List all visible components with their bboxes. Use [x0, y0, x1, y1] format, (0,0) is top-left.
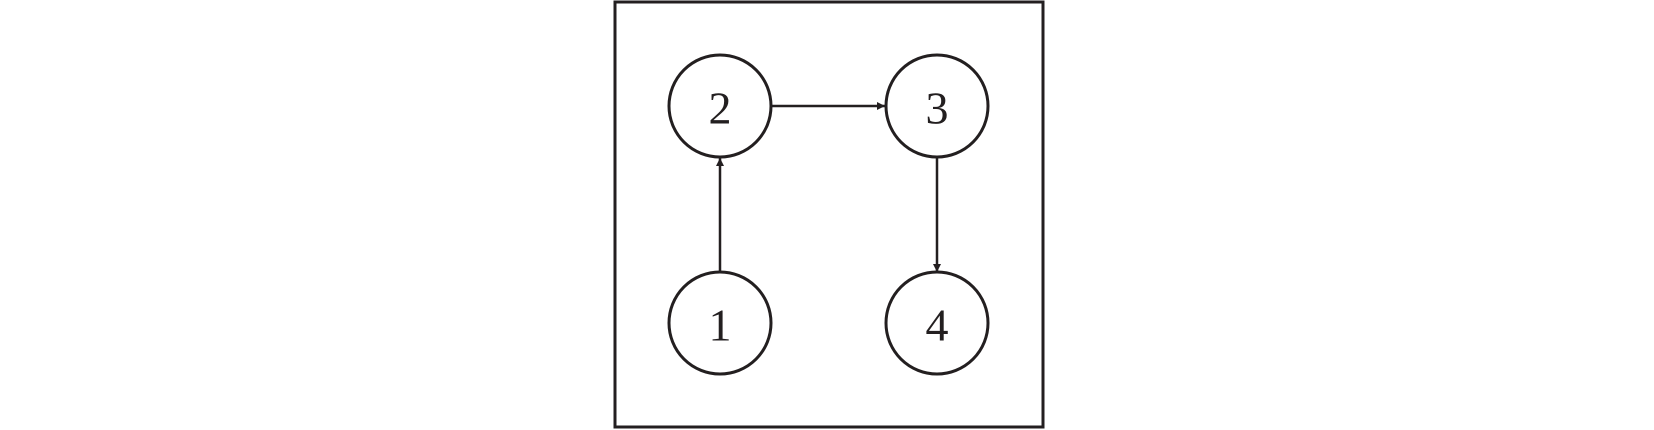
node-4: 4 [884, 270, 990, 376]
node-1-circle [667, 270, 773, 376]
node-4-label: 4 [926, 300, 949, 351]
node-3-label: 3 [926, 83, 949, 134]
node-3-circle [884, 53, 990, 159]
node-4-circle [884, 270, 990, 376]
node-1-label: 1 [709, 300, 732, 351]
diagram-frame [613, 0, 1045, 429]
node-2-circle [667, 53, 773, 159]
node-3: 3 [884, 53, 990, 159]
node-2: 2 [667, 53, 773, 159]
node-2-label: 2 [709, 83, 732, 134]
node-1: 1 [667, 270, 773, 376]
